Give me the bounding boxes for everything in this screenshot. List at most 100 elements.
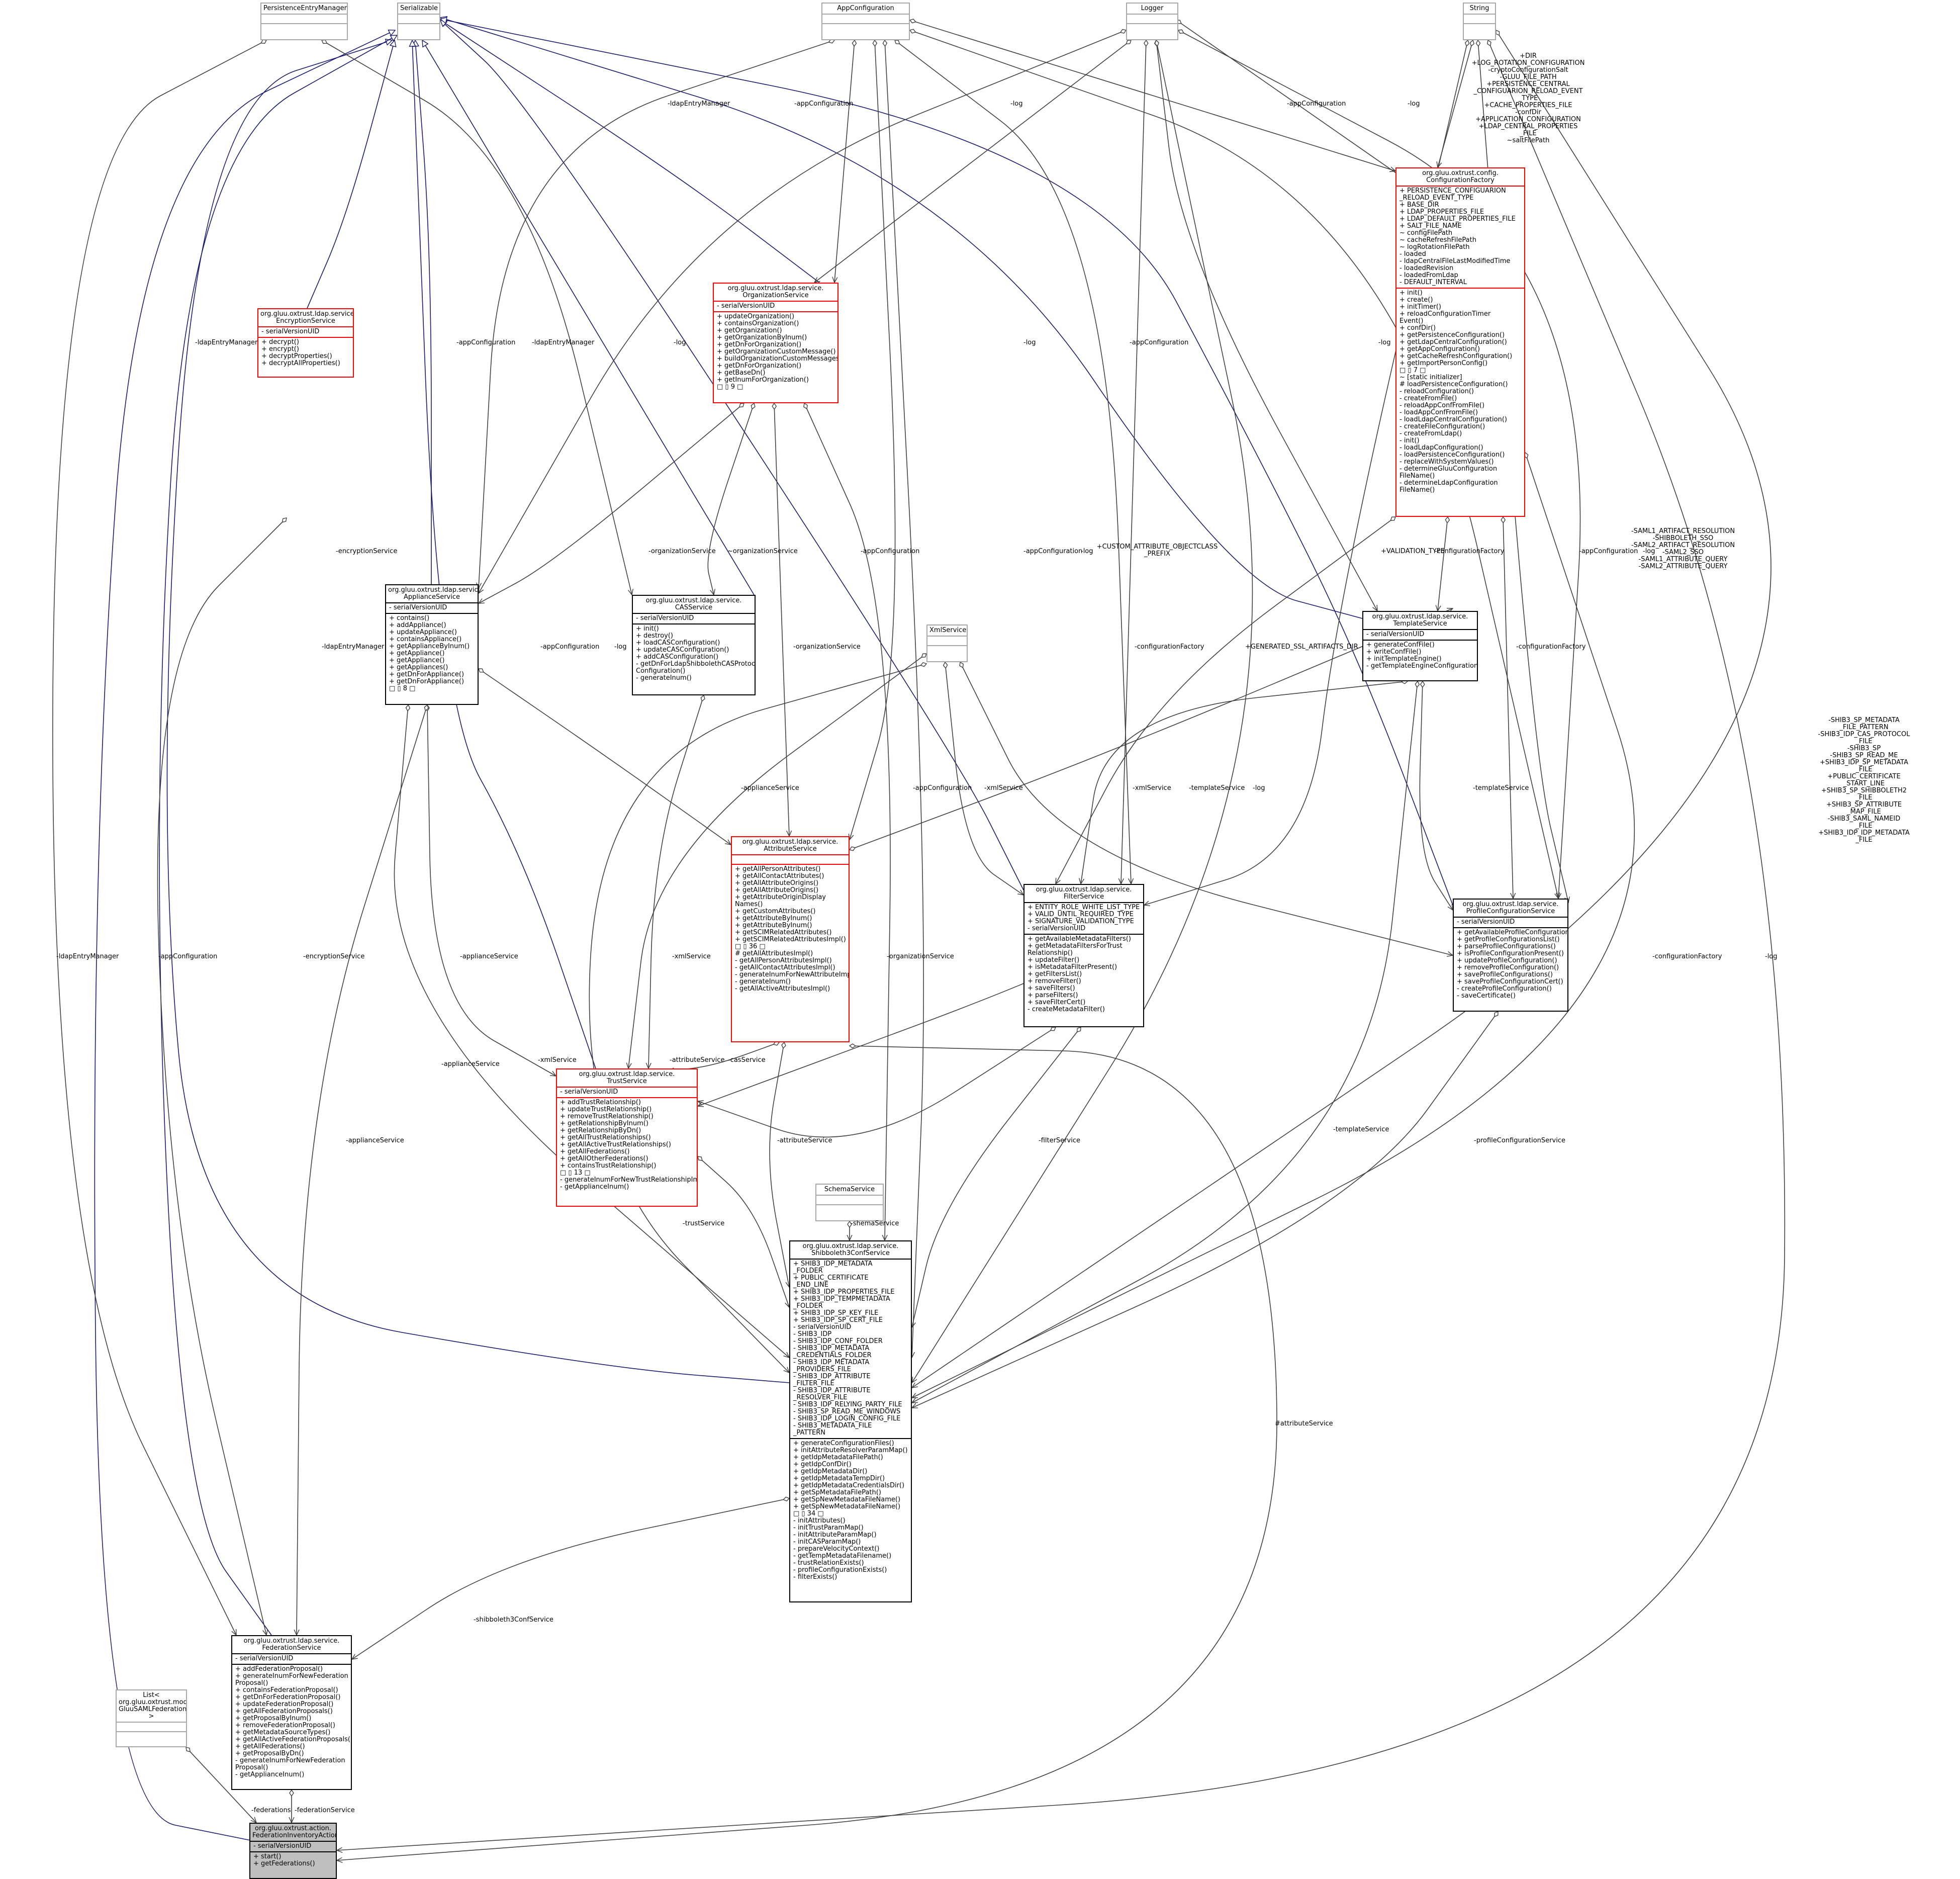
edge-label-line: -appConfiguration (861, 548, 920, 555)
class-node-xmlService[interactable]: XmlService (926, 624, 968, 662)
edge-label: -log (1023, 339, 1036, 346)
inheritance-edge (440, 20, 820, 283)
operation-row: + addCASConfiguration() (636, 653, 719, 661)
operation-row: - loadPersistenceConfiguration() (1399, 451, 1505, 459)
edge-label-line: -casService (728, 1056, 766, 1064)
operation-row: - getTempMetadataFilename() (793, 1552, 892, 1560)
operation-row: + getFiltersList() (1028, 970, 1082, 978)
class-node-serializable[interactable]: Serializable (397, 3, 440, 40)
class-node-logger[interactable]: Logger (1126, 3, 1178, 40)
inheritance-edge (307, 40, 395, 309)
edge-label: -configurationFactory (1516, 644, 1585, 651)
attribute-row: - serialVersionUID (261, 328, 320, 335)
operation-row: + getLdapCentralConfiguration() (1399, 338, 1507, 346)
attributes-section: - serialVersionUID (258, 326, 353, 337)
edge-label: -appConfiguration (1579, 548, 1638, 555)
dependency-edge (774, 403, 789, 836)
class-node-encryptionService[interactable]: org.gluu.oxtrust.ldap.service.Encryption… (257, 308, 354, 378)
operation-row: + getAvailableMetadataFilters() (1028, 935, 1131, 943)
class-node-shibboleth3ConfService[interactable]: org.gluu.oxtrust.ldap.service.Shibboleth… (789, 1240, 912, 1602)
operation-row: + getMetadataFiltersForTrust (1028, 942, 1123, 950)
attributes-section: - serialVersionUID (633, 613, 755, 623)
class-node-templateService[interactable]: org.gluu.oxtrust.ldap.service.TemplateSe… (1362, 611, 1478, 681)
attribute-row: + PERSISTENCE_CONFIGUARION (1399, 187, 1506, 195)
edge-label-line: -organizationService (648, 548, 716, 555)
operation-row: + init() (636, 625, 659, 633)
operation-row: □ ▯ 36 □ (735, 943, 766, 950)
class-node-casService[interactable]: org.gluu.oxtrust.ldap.service.CASService… (632, 595, 756, 695)
attribute-row: ~ cacheRefreshFilePath (1399, 236, 1476, 244)
attribute-row: ~ logRotationFilePath (1399, 243, 1470, 251)
edge-label-line: -ldapEntryManager (56, 953, 119, 960)
operation-row: - getDnForLdapShibbolethCASProtocol (636, 660, 756, 668)
class-title-line: String (1469, 5, 1489, 12)
edge-label: -profileConfigurationService (1474, 1137, 1565, 1144)
operation-row: + getAllAttributeOrigins() (735, 879, 819, 887)
operation-row: - generateInum() (636, 674, 692, 682)
class-node-trustService[interactable]: org.gluu.oxtrust.ldap.service.TrustServi… (556, 1068, 698, 1207)
class-title: String (1464, 4, 1495, 14)
attributes-section: - serialVersionUID (250, 1841, 336, 1851)
edge-label-line: _FILE (1855, 738, 1873, 745)
operation-row: - replaceWithSystemValues() (1399, 458, 1494, 466)
inheritance-edge (422, 40, 755, 595)
dependency-edge (895, 40, 1131, 884)
dependency-edge (427, 705, 556, 1076)
class-node-federationInventoryAction[interactable]: org.gluu.oxtrust.action.FederationInvent… (249, 1823, 337, 1879)
edge-label-line: +SHIB3_IDP_IDP_METADATA (1818, 829, 1910, 837)
edge-label: -templateService (1189, 785, 1245, 792)
class-node-persistenceEntryManager[interactable]: PersistenceEntryManager (260, 3, 348, 40)
class-node-configurationFactory[interactable]: org.gluu.oxtrust.config.ConfigurationFac… (1395, 167, 1525, 517)
operation-row: # loadPersistenceConfiguration() (1399, 381, 1508, 388)
inheritance-edge (159, 35, 397, 1636)
edge-label: -encryptionService (303, 953, 364, 960)
attributes-section: - serialVersionUID (232, 1653, 351, 1664)
operation-row: + getDnForOrganization() (717, 341, 802, 348)
class-node-federationService[interactable]: org.gluu.oxtrust.ldap.service.Federation… (231, 1635, 352, 1790)
edge-label-line: -organizationService (793, 643, 861, 651)
operation-row: + updateFederationProposal() (235, 1701, 334, 1708)
edge-label-line: -log (1081, 548, 1093, 555)
class-title: org.gluu.oxtrust.ldap.service.CASService (633, 596, 755, 613)
class-node-profileConfigurationService[interactable]: org.gluu.oxtrust.ldap.service.ProfileCon… (1453, 899, 1568, 1012)
operation-row: + initTimer() (1399, 303, 1441, 311)
operation-row: + updateProfileConfiguration() (1457, 957, 1557, 964)
operation-row: + getIdpMetadataDir() (793, 1468, 868, 1475)
attributes-section: + SHIB3_IDP_METADATA_FOLDER+ PUBLIC_CERT… (790, 1259, 911, 1438)
dependency-edge (1056, 517, 1395, 884)
class-node-appConfiguration[interactable]: AppConfiguration (821, 3, 910, 40)
operation-row: + getDnForAppliance() (389, 678, 464, 685)
operation-row: □ ▯ 34 □ (793, 1510, 824, 1517)
edge-label-line: -xmlService (984, 784, 1023, 792)
class-node-filterService[interactable]: org.gluu.oxtrust.ldap.service.FilterServ… (1023, 884, 1144, 1027)
edge-label-line: -appConfiguration (913, 784, 972, 792)
class-node-string[interactable]: String (1463, 3, 1496, 40)
class-node-schemaService[interactable]: SchemaService (815, 1184, 884, 1221)
class-title-line: AppConfiguration (837, 5, 894, 12)
attribute-row: _FOLDER (793, 1302, 823, 1310)
attribute-row: + SHIB3_IDP_METADATA (793, 1260, 873, 1268)
edge-label: -configurationFactory (1652, 953, 1722, 960)
edge-label: -federationService (295, 1807, 355, 1814)
class-node-attributeService[interactable]: org.gluu.oxtrust.ldap.service.AttributeS… (731, 836, 850, 1042)
operation-row: □ ▯ 8 □ (389, 685, 416, 692)
class-node-applianceService[interactable]: org.gluu.oxtrust.ldap.service.ApplianceS… (385, 584, 479, 705)
edge-label: -organizationService (887, 953, 954, 960)
edge-label-line: +PUBLIC_CERTIFICATE (1827, 773, 1901, 780)
class-title: org.gluu.oxtrust.ldap.service.Organizati… (714, 284, 837, 301)
inheritance-edge (440, 18, 1363, 619)
operation-row: ~ [static initializer] (1399, 374, 1462, 381)
edge-label: -encryptionService (336, 548, 397, 555)
attribute-row: - SHIB3_IDP_RELYING_PARTY_FILE (793, 1401, 902, 1408)
class-title-line: TemplateService (1393, 620, 1447, 628)
class-node-organizationService[interactable]: org.gluu.oxtrust.ldap.service.Organizati… (713, 283, 838, 403)
operation-row: + getSpNewMetadataFileName() (793, 1496, 901, 1503)
operation-row: + getAllFederations() (235, 1743, 305, 1750)
edge-label-line: -templateService (1473, 784, 1529, 792)
edge-label: -ldapEntryManager (56, 953, 119, 960)
class-node-listProposal[interactable]: List< org.gluu.oxtrust.model.GluuSAMLFed… (116, 1689, 187, 1747)
class-title-line: org.gluu.oxtrust.ldap.service. (1372, 613, 1468, 620)
operation-row: - initAttributeParamMap() (793, 1531, 877, 1539)
operation-row: - determineLdapConfiguration (1399, 479, 1498, 487)
